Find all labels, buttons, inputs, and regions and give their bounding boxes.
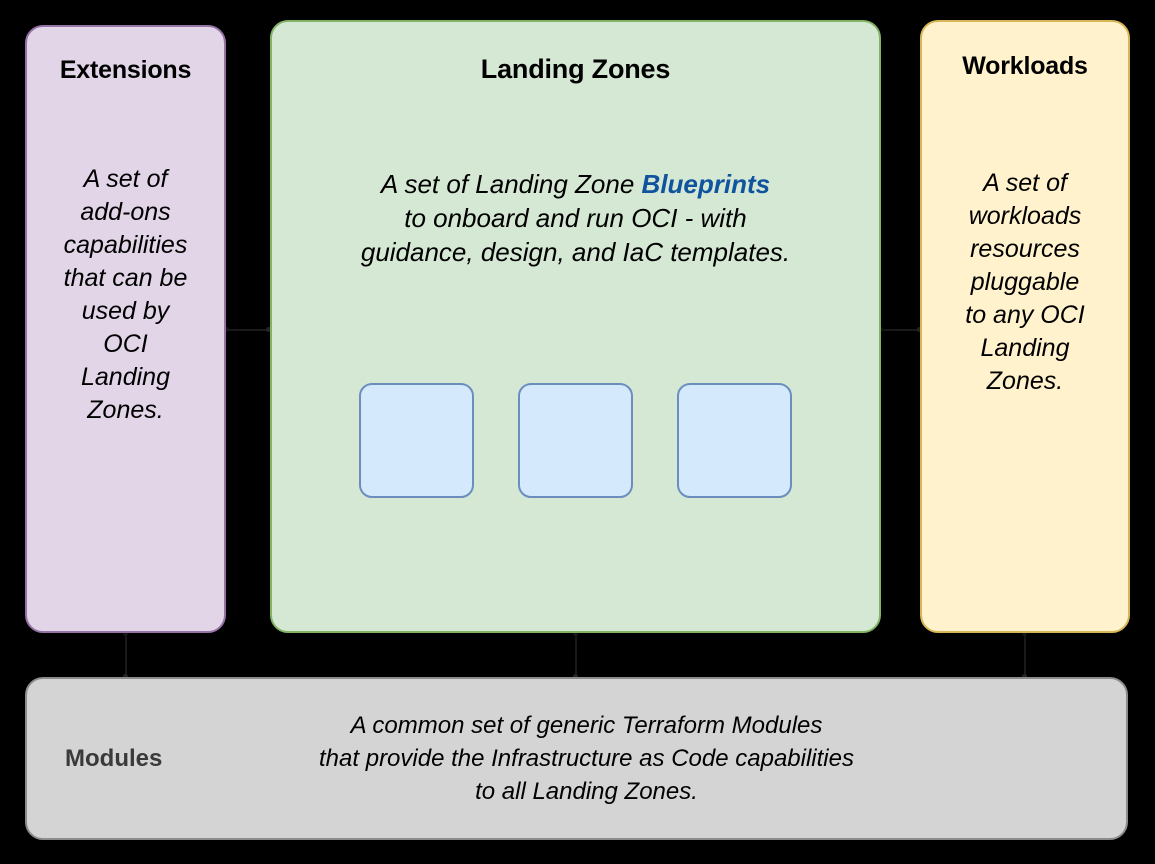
workloads-title: Workloads (962, 52, 1088, 80)
connector-dot (1022, 631, 1027, 636)
modules-line: A common set of generic Terraform Module… (350, 712, 823, 739)
connector-workloads-to-modules (1024, 633, 1026, 677)
blueprint-cards-row (272, 383, 879, 498)
workloads-line: to any OCI (965, 301, 1085, 329)
connector-landing-zones-to-workloads (881, 329, 920, 331)
landing-zones-panel[interactable]: Landing Zones A set of Landing Zone Blue… (270, 20, 881, 633)
extensions-line: used by (81, 297, 170, 325)
landing-zones-title: Landing Zones (480, 54, 671, 84)
extensions-line: capabilities (63, 231, 188, 259)
connector-dot (1022, 674, 1027, 679)
connector-dot (123, 631, 128, 636)
connector-dot (224, 327, 229, 332)
landing-zones-line: A set of Landing Zone Blueprints (294, 167, 857, 201)
connector-dot (123, 674, 128, 679)
connector-dot (573, 631, 578, 636)
landing-zones-body-prefix: A set of Landing Zone (380, 169, 642, 199)
extensions-line: add-ons (80, 198, 171, 226)
workloads-panel[interactable]: Workloads A set of workloads resources p… (920, 20, 1130, 633)
landing-zones-line: guidance, design, and IaC templates. (360, 237, 791, 267)
landing-zones-line: to onboard and run OCI - with (404, 203, 747, 233)
connector-landing-zones-to-modules (575, 633, 577, 677)
blueprint-card[interactable] (677, 383, 792, 498)
workloads-line: A set of (983, 169, 1067, 197)
connector-dot (573, 674, 578, 679)
connector-dot (917, 327, 922, 332)
workloads-line: pluggable (970, 268, 1080, 296)
extensions-description: A set of add-ons capabilities that can b… (27, 163, 224, 427)
blueprint-card[interactable] (359, 383, 474, 498)
modules-label: Modules (65, 744, 163, 772)
modules-line: that provide the Infrastructure as Code … (319, 745, 854, 772)
modules-panel[interactable]: Modules A common set of generic Terrafor… (25, 677, 1128, 840)
extensions-line: that can be (63, 264, 188, 292)
extensions-panel[interactable]: Extensions A set of add-ons capabilities… (25, 25, 226, 633)
connector-extensions-to-modules (125, 633, 127, 677)
modules-description: A common set of generic Terraform Module… (27, 709, 1126, 808)
blueprint-card[interactable] (518, 383, 633, 498)
extensions-line: Zones. (87, 396, 164, 424)
workloads-line: Zones. (986, 367, 1064, 395)
extensions-title: Extensions (59, 56, 192, 84)
extensions-line: A set of (83, 165, 168, 193)
workloads-description: A set of workloads resources pluggable t… (922, 167, 1128, 398)
connector-dot (266, 327, 271, 332)
extensions-line: OCI (103, 330, 148, 358)
workloads-line: resources (970, 235, 1080, 263)
modules-line: to all Landing Zones. (475, 778, 698, 805)
workloads-line: Landing (980, 334, 1070, 362)
extensions-line: Landing (81, 363, 170, 391)
workloads-line: workloads (968, 202, 1082, 230)
landing-zones-description: A set of Landing Zone Blueprints to onbo… (272, 167, 879, 269)
connector-extensions-to-landing-zones (226, 329, 270, 331)
blueprints-highlight: Blueprints (641, 169, 771, 199)
